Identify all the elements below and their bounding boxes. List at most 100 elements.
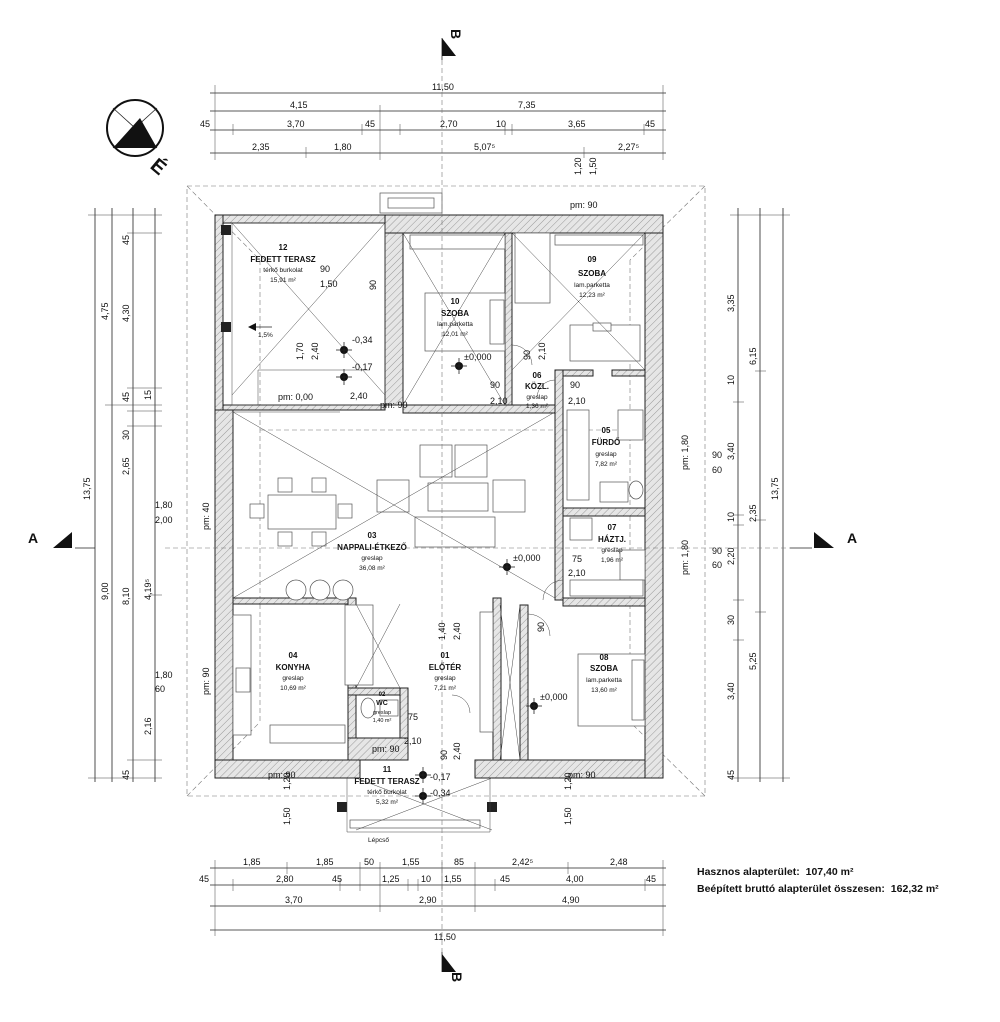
dim-left: 45 xyxy=(121,235,131,245)
dim-bottom: 1,85 xyxy=(243,857,261,867)
opening-label: pm: 90 xyxy=(201,667,211,695)
svg-text:02: 02 xyxy=(379,692,386,698)
inner-dim: 2,10 xyxy=(404,736,422,746)
dim-top: 2,27⁵ xyxy=(618,142,640,152)
inner-dim: 60 xyxy=(712,465,722,475)
dim-right: 3,40 xyxy=(726,682,736,700)
inner-dim: 1,80 xyxy=(155,670,173,680)
section-marker-a-left: A xyxy=(28,530,95,549)
dim-bottom: 2,90 xyxy=(419,895,437,905)
svg-text:1,40 m²: 1,40 m² xyxy=(373,718,392,724)
opening-label: pm: 90 xyxy=(268,770,296,780)
inner-dim: 2,40 xyxy=(350,391,368,401)
svg-text:HÁZTJ.: HÁZTJ. xyxy=(598,535,626,544)
dim-right: 3,40 xyxy=(726,442,736,460)
svg-text:7,21 m²: 7,21 m² xyxy=(434,685,457,692)
inner-dim: 1,70 xyxy=(295,342,305,360)
room-label-09: 09 SZOBA lam.parketta 12,23 m² xyxy=(574,255,610,299)
room-label-01: 01 ELŐTÉR greslap 7,21 m² xyxy=(429,651,462,692)
svg-text:lam.parketta: lam.parketta xyxy=(437,321,473,328)
inner-dim: 90 xyxy=(320,264,330,274)
inner-dim: 2,40 xyxy=(310,342,320,360)
dim-top: 4,15 xyxy=(290,100,308,110)
dim-bottom: 1,55 xyxy=(402,857,420,867)
room-label-06: 06 KÖZL. greslap 1,36 m² xyxy=(525,371,549,410)
inner-dim: 2,40 xyxy=(452,622,462,640)
svg-text:36,08 m²: 36,08 m² xyxy=(359,565,385,572)
svg-text:13,60 m²: 13,60 m² xyxy=(591,687,617,694)
room-label-02: 02 WC greslap 1,40 m² xyxy=(373,692,392,724)
level-label: -0,17 xyxy=(430,772,451,782)
dim-bottom: 1,85 xyxy=(316,857,334,867)
dim-right: 30 xyxy=(726,615,736,625)
inner-dim: 90 xyxy=(536,622,546,632)
opening-label: pm: 90 xyxy=(380,400,408,410)
svg-text:04: 04 xyxy=(289,651,298,660)
dim-right: 5,25 xyxy=(748,652,758,670)
dim-left: 9,00 xyxy=(100,582,110,600)
right-dimension-lines xyxy=(730,208,790,782)
front-terrace-outline xyxy=(346,778,491,833)
svg-text:12,01 m²: 12,01 m² xyxy=(442,331,468,338)
inner-dim: 1,20 xyxy=(282,772,292,790)
dim-bottom: 10 xyxy=(421,874,431,884)
svg-text:1,96 m²: 1,96 m² xyxy=(601,557,624,564)
north-label: É xyxy=(146,154,171,180)
room-label-03: 03 NAPPALI-ÉTKEZŐ greslap 36,08 m² xyxy=(337,531,407,572)
rear-terrace-outline xyxy=(231,222,386,406)
dim-right: 10 xyxy=(726,375,736,385)
dim-left: 30 xyxy=(121,430,131,440)
opening-label: pm: 1,80 xyxy=(680,540,690,575)
section-marker-a-right: A xyxy=(790,530,857,549)
svg-text:12: 12 xyxy=(279,243,288,252)
dim-right: 45 xyxy=(726,770,736,780)
inner-dim: 90 xyxy=(490,380,500,390)
dim-top: 2,35 xyxy=(252,142,270,152)
svg-text:greslap: greslap xyxy=(282,675,304,682)
inner-dim: 2,10 xyxy=(568,568,586,578)
left-dimension-lines xyxy=(88,208,162,782)
level-label: ±0,000 xyxy=(513,553,540,563)
inner-dim: 1,50 xyxy=(588,157,598,175)
svg-text:lam.parketta: lam.parketta xyxy=(574,282,610,289)
svg-text:06: 06 xyxy=(533,371,542,380)
inner-dim: 90 xyxy=(439,750,449,760)
dim-bottom: 1,55 xyxy=(444,874,462,884)
level-label: ±0,000 xyxy=(540,692,567,702)
svg-text:térkő burkolat: térkő burkolat xyxy=(367,789,407,796)
level-label: pm: 0,00 xyxy=(278,392,313,402)
section-marker-b-top: B xyxy=(441,29,464,60)
dim-bottom: 1,25 xyxy=(382,874,400,884)
room-label-08: 08 SZOBA lam.parketta 13,60 m² xyxy=(586,653,622,694)
inner-dim: 90 xyxy=(570,380,580,390)
dim-right: 10 xyxy=(726,512,736,522)
room-label-04: 04 KONYHA greslap 10,69 m² xyxy=(276,651,311,692)
slope-arrow-icon xyxy=(248,323,272,331)
inner-dim: 2,10 xyxy=(490,396,508,406)
bottom-dimension-lines xyxy=(210,860,666,936)
opening-label: pm: 90 xyxy=(372,744,400,754)
dim-left: 4,19⁵ xyxy=(143,578,153,600)
room-label-07: 07 HÁZTJ. greslap 1,96 m² xyxy=(598,523,626,564)
section-label: B xyxy=(448,29,464,39)
dim-bottom: 4,90 xyxy=(562,895,580,905)
dim-top: 3,70 xyxy=(287,119,305,129)
opening-label: pm: 1,80 xyxy=(680,435,690,470)
svg-text:greslap: greslap xyxy=(373,710,391,716)
room-label-12: 12 FEDETT TERASZ térkő burkolat 15,91 m² xyxy=(250,243,315,284)
level-label: ±0,000 xyxy=(464,352,491,362)
section-label: A xyxy=(28,530,38,546)
svg-text:SZOBA: SZOBA xyxy=(441,309,469,318)
svg-text:ELŐTÉR: ELŐTÉR xyxy=(429,663,462,672)
dim-top: 45 xyxy=(645,119,655,129)
dim-bottom: 45 xyxy=(199,874,209,884)
dim-top: 10 xyxy=(496,119,506,129)
svg-text:greslap: greslap xyxy=(526,394,548,401)
svg-text:SZOBA: SZOBA xyxy=(578,269,606,278)
inner-dim: 60 xyxy=(155,684,165,694)
dim-left-overall: 13,75 xyxy=(82,477,92,500)
dim-top: 45 xyxy=(200,119,210,129)
svg-text:lam.parketta: lam.parketta xyxy=(586,677,622,684)
room-label-05: 05 FÜRDŐ greslap 7,82 m² xyxy=(592,426,620,468)
inner-dim: 1,20 xyxy=(573,157,583,175)
